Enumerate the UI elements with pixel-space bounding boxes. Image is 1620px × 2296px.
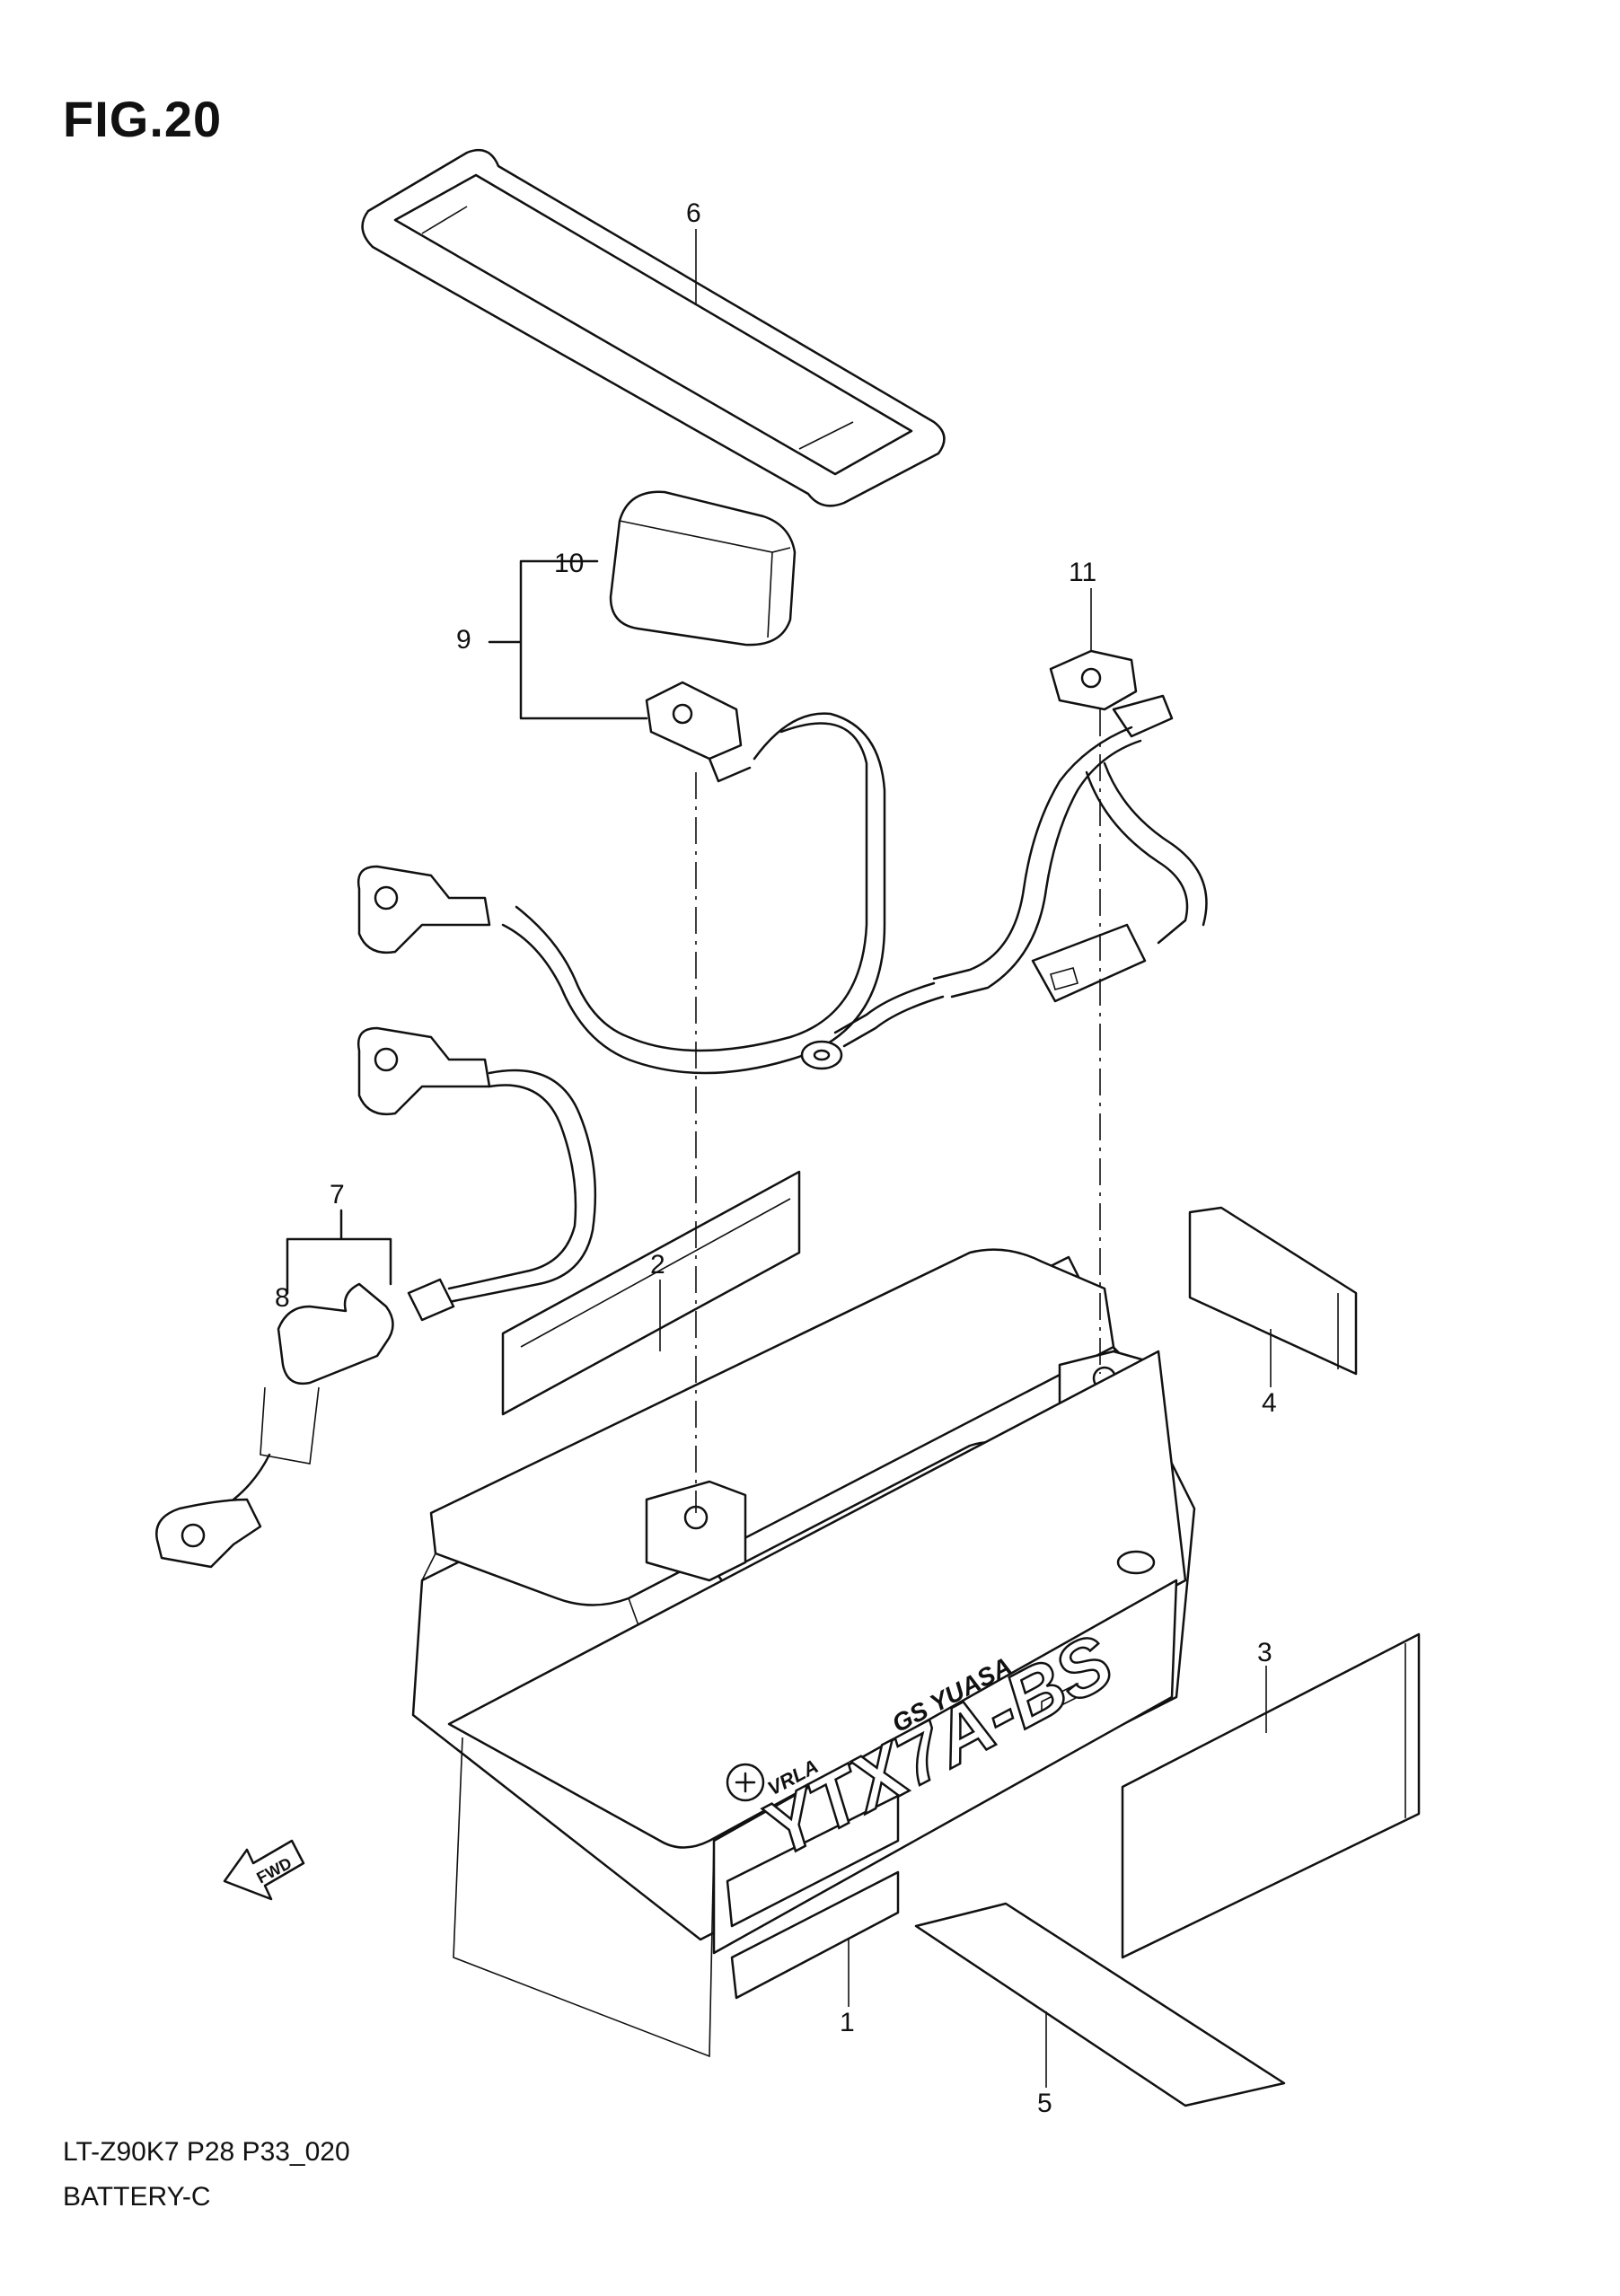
part-9-positive-lead[interactable] xyxy=(357,681,886,1075)
part-10-terminal-cover[interactable] xyxy=(609,490,797,647)
part-11-sensor-lead[interactable] xyxy=(800,649,1208,1070)
fwd-arrow-icon: FWD xyxy=(223,1839,305,1901)
callout-10: 10 xyxy=(554,549,584,578)
callout-11: 11 xyxy=(1069,558,1096,587)
callout-3: 3 xyxy=(1257,1638,1272,1667)
figure-code: LT-Z90K7 P28 P33_020 xyxy=(63,2137,350,2167)
callout-9: 9 xyxy=(456,625,471,655)
figure-title: FIG.20 xyxy=(63,91,223,147)
callout-bracket-7-8 xyxy=(286,1209,392,1295)
callout-2: 2 xyxy=(650,1250,665,1280)
part-7-negative-lead[interactable] xyxy=(155,1026,597,1569)
part-6-battery-band[interactable] xyxy=(361,148,946,507)
callout-7: 7 xyxy=(330,1180,345,1210)
callout-5: 5 xyxy=(1037,2089,1052,2118)
callout-1: 1 xyxy=(840,2008,855,2037)
part-8-boot-cover xyxy=(277,1282,394,1386)
callout-6: 6 xyxy=(686,198,701,228)
part-3-plate[interactable] xyxy=(1121,1632,1421,1959)
callout-8: 8 xyxy=(275,1283,290,1313)
figure-name: BATTERY-C xyxy=(63,2182,211,2212)
part-1-battery[interactable] xyxy=(411,1248,1196,2058)
callout-4: 4 xyxy=(1262,1388,1277,1418)
part-2-label[interactable] xyxy=(501,1170,801,1416)
part-5-sheet[interactable] xyxy=(914,1902,1286,2107)
callout-bracket-9-10 xyxy=(488,559,648,720)
part-4-pad[interactable] xyxy=(1188,1206,1358,1376)
